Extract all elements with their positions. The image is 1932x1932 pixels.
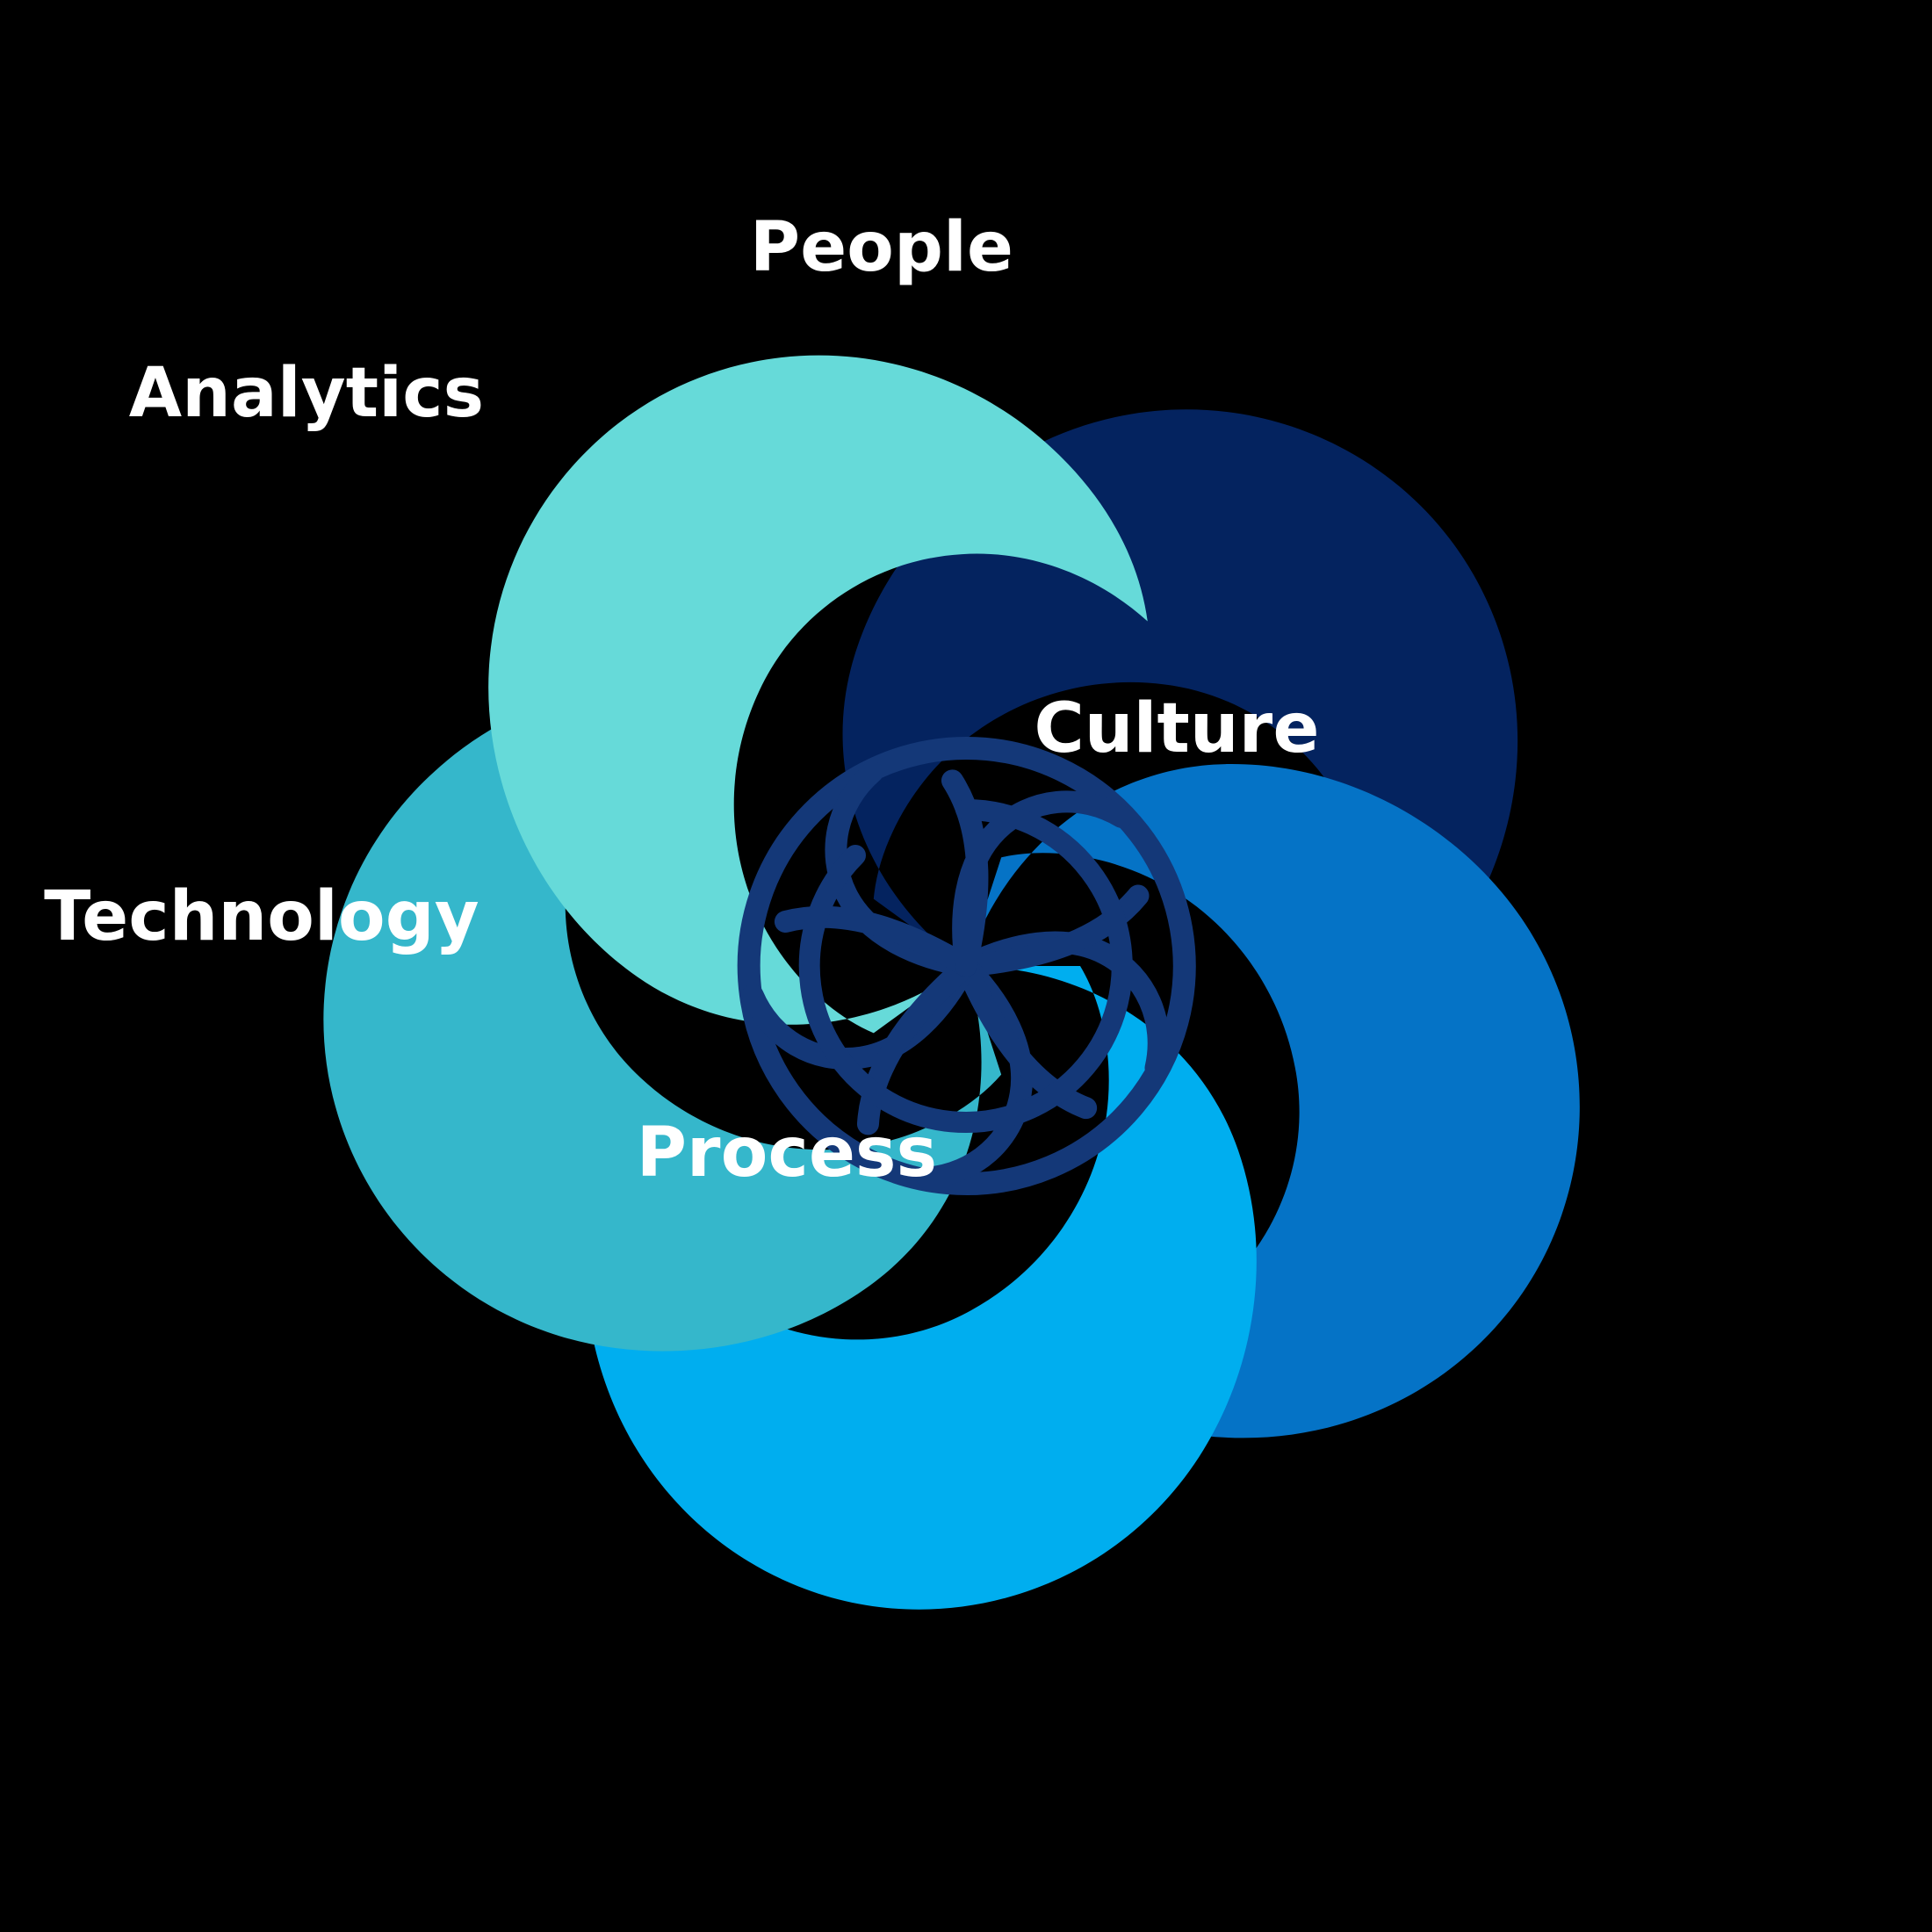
logo-inner-ring <box>798 799 1133 1133</box>
petal-label-analytics: Analytics <box>128 354 485 433</box>
petal-label-culture: Culture <box>1034 689 1320 768</box>
logo-blades <box>741 761 1170 1189</box>
petal-label-technology: Technology <box>44 877 479 956</box>
petal-label-people: People <box>749 208 1014 287</box>
spiral-aperture-logo <box>737 736 1196 1195</box>
petal-label-process: Process <box>636 1114 938 1193</box>
